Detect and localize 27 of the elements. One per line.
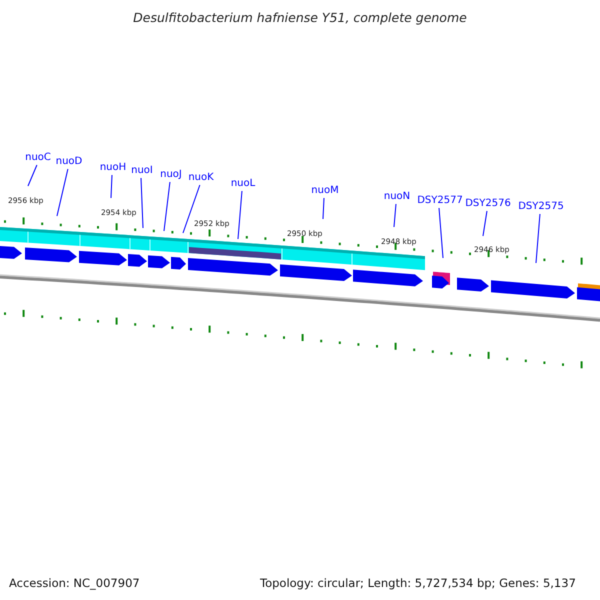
gene-label: DSY2577 bbox=[417, 195, 463, 207]
leader-line bbox=[394, 204, 396, 228]
gene-label: nuoD bbox=[56, 156, 82, 168]
gene-label: nuoJ bbox=[160, 169, 182, 181]
leader-line bbox=[182, 184, 200, 234]
leader-line bbox=[238, 190, 242, 240]
gene-label: DSY2576 bbox=[465, 198, 511, 210]
gene-label: nuoM bbox=[311, 185, 339, 197]
leader-line bbox=[140, 178, 144, 228]
title: Desulfitobacterium hafniense Y51, complete genome bbox=[132, 10, 468, 25]
leader-line bbox=[110, 174, 112, 198]
leader-line bbox=[536, 214, 540, 264]
gene-label: nuoI bbox=[131, 165, 153, 177]
gene-label: nuoC bbox=[25, 152, 51, 164]
gene-label: nuoL bbox=[230, 178, 256, 190]
gene-label: nuoN bbox=[384, 191, 410, 203]
gene-label: DSY2575 bbox=[518, 201, 564, 213]
gene-label: nuoH bbox=[100, 162, 126, 174]
leader-line bbox=[438, 208, 444, 258]
footer-text: Accession: NC_007907 bbox=[9, 576, 140, 590]
gene-label: nuoK bbox=[188, 172, 214, 184]
leader-line bbox=[322, 198, 324, 220]
leader-line bbox=[482, 210, 488, 236]
leader-line bbox=[164, 182, 170, 232]
leader-line bbox=[28, 164, 38, 186]
leader-line bbox=[56, 168, 68, 216]
footer-text: Topology: circular; Length: 5,727,534 bp; Genes: 5,137 bbox=[260, 576, 576, 590]
